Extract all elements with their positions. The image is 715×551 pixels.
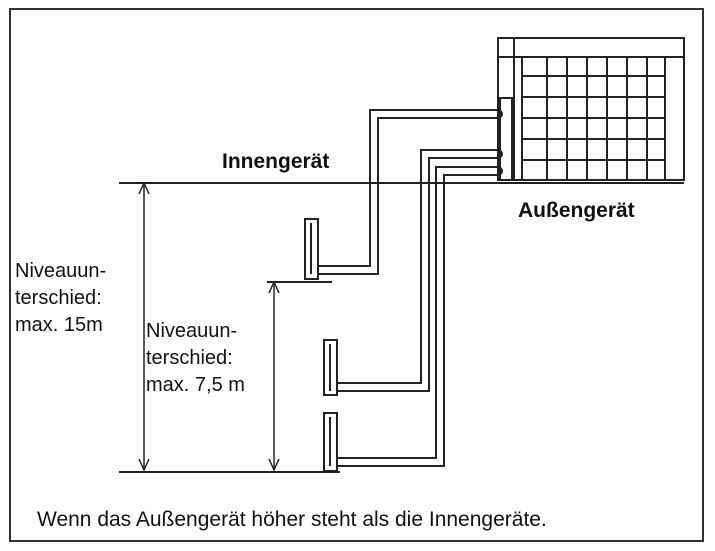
indoor-unit-2 — [323, 339, 338, 396]
dimension-indoor — [268, 280, 280, 472]
outdoor-unit-label: Außengerät — [518, 199, 635, 222]
caption: Wenn das Außengerät höher steht als die … — [37, 508, 547, 531]
outdoor-unit-building — [497, 37, 685, 181]
indoor-unit-1 — [304, 218, 319, 280]
pipe-1 — [318, 109, 503, 275]
height-diff-indoor-line3: max. 7,5 m — [146, 374, 245, 396]
pipe-2 — [337, 149, 503, 392]
height-diff-indoor-line1: Niveauun- — [146, 320, 238, 342]
dimension-total — [138, 181, 150, 472]
height-diff-indoor-line2: terschied: — [146, 347, 233, 369]
height-diff-total-line1: Niveauun- — [15, 260, 107, 282]
indoor-unit-label: Innengerät — [222, 150, 330, 173]
height-diff-total-line3: max. 15m — [15, 314, 103, 336]
pipe-3 — [337, 166, 503, 467]
indoor-unit-3 — [323, 412, 338, 472]
height-diff-total-line2: terschied: — [15, 287, 102, 309]
